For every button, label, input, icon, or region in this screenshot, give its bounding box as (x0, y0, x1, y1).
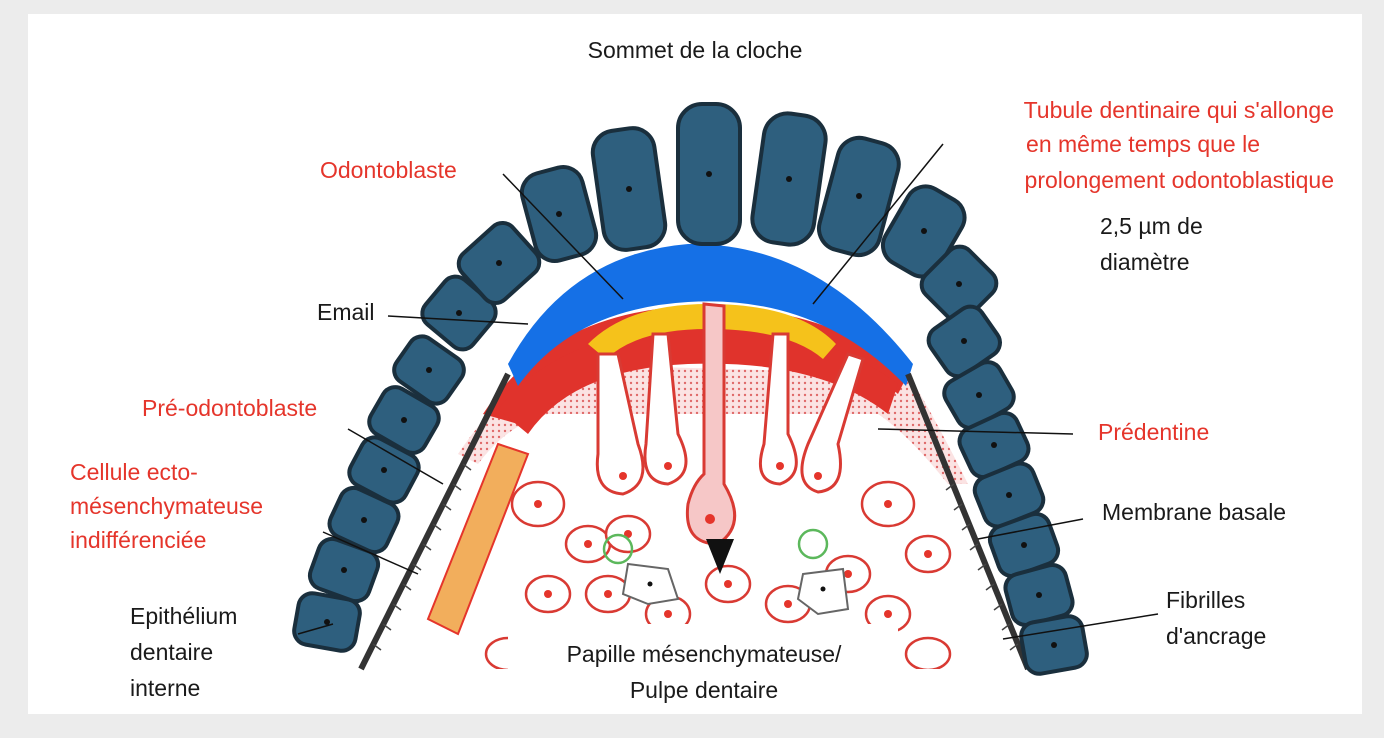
label-pre-odontoblaste: Pré-odontoblaste (142, 395, 317, 421)
label-diameter-2: diamètre (1100, 249, 1189, 275)
label-fibrilles-2: d'ancrage (1166, 623, 1266, 649)
label-email: Email (317, 299, 375, 325)
label-cellule-1: Cellule ecto- (70, 459, 198, 485)
label-epithelium-3: interne (130, 675, 200, 701)
label-diameter-1: 2,5 µm de (1100, 213, 1203, 239)
label-fibrilles-1: Fibrilles (1166, 587, 1245, 613)
label-papille-1: Papille mésenchymateuse/ (567, 641, 842, 667)
label-epithelium-2: dentaire (130, 639, 213, 665)
label-epithelium-1: Epithélium (130, 603, 237, 629)
label-tubule-2: en même temps que le (1026, 131, 1260, 157)
label-membrane: Membrane basale (1102, 499, 1286, 525)
label-tubule-1: Tubule dentinaire qui s'allonge (1024, 97, 1334, 123)
diagram-title: Sommet de la cloche (588, 37, 803, 63)
label-odontoblaste: Odontoblaste (320, 157, 457, 183)
tooth-bell-diagram: Sommet de la cloche Odontoblaste Tubule … (28, 14, 1362, 714)
label-cellule-2: mésenchymateuse (70, 493, 263, 519)
label-predentine: Prédentine (1098, 419, 1209, 445)
label-cellule-3: indifférenciée (70, 527, 206, 553)
label-tubule-3: prolongement odontoblastique (1025, 167, 1334, 193)
label-papille-2: Pulpe dentaire (630, 677, 778, 703)
diagram-frame: Sommet de la cloche Odontoblaste Tubule … (28, 14, 1362, 714)
